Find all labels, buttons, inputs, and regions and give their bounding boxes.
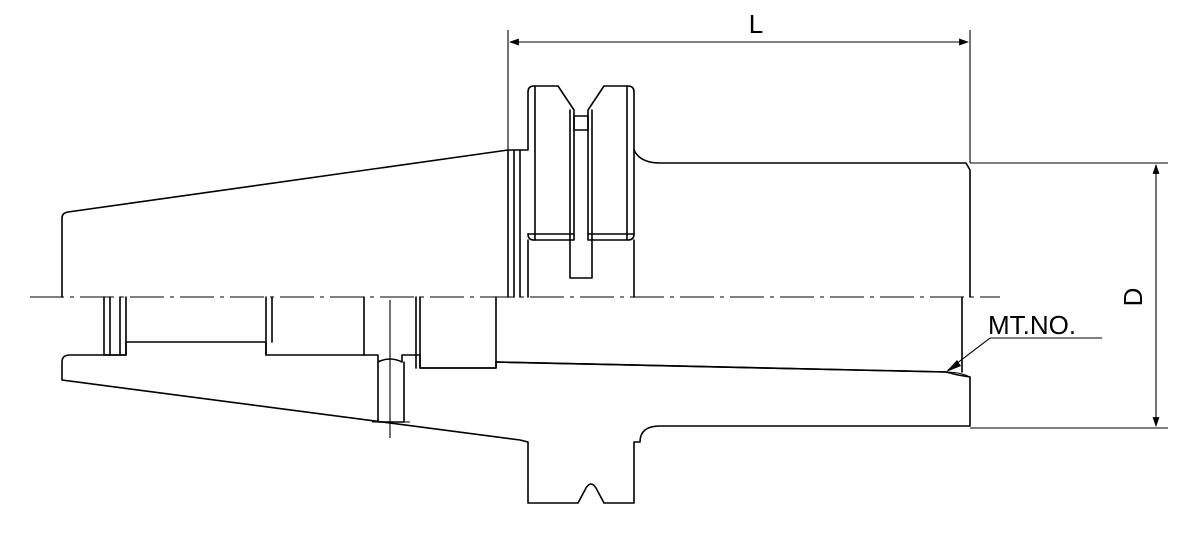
flange-bottom bbox=[527, 239, 635, 298]
drive-key bbox=[569, 109, 593, 279]
bore-pocket-2 bbox=[265, 296, 273, 356]
morse-taper-bore bbox=[495, 296, 963, 373]
pull-stud-thread bbox=[363, 296, 497, 369]
length-label: L bbox=[749, 9, 763, 39]
mt-no-leader: MT.NO. bbox=[946, 310, 1102, 372]
hatched-section bbox=[61, 341, 971, 504]
flange-outline bbox=[519, 85, 575, 241]
cross-hole-axis bbox=[372, 300, 410, 438]
flange-inner-lines bbox=[527, 85, 635, 241]
lower-half-section bbox=[61, 296, 971, 504]
bore-pocket-1 bbox=[103, 296, 127, 356]
shank-outline bbox=[633, 149, 971, 298]
flange-right-outline bbox=[587, 85, 635, 241]
diameter-label: D bbox=[1118, 288, 1148, 307]
dimension-length: L bbox=[507, 9, 971, 163]
neck-step bbox=[507, 149, 521, 298]
taper-outline bbox=[61, 149, 509, 298]
bore-edge bbox=[945, 371, 971, 378]
upper-half-view bbox=[61, 85, 971, 298]
cross-hole bbox=[377, 361, 405, 423]
mt-no-label: MT.NO. bbox=[988, 310, 1076, 340]
dimension-diameter: D bbox=[970, 162, 1168, 429]
